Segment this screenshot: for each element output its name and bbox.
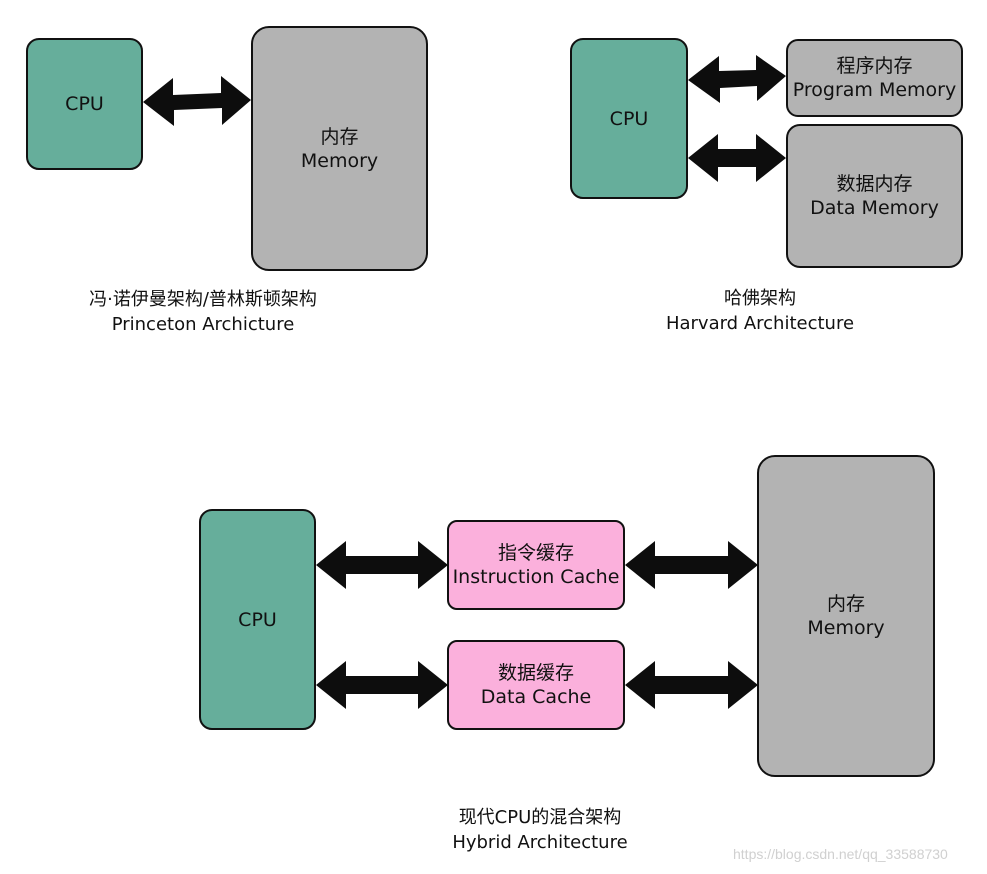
hybrid-instruction-cache-label-cn: 指令缓存 [497,542,574,564]
princeton-cpu-memory-arrow [143,76,251,126]
harvard-caption: 哈佛架构 Harvard Architecture [640,286,880,336]
watermark: https://blog.csdn.net/qq_33588730 [733,846,948,862]
harvard-cpu-label: CPU [609,107,649,130]
harvard-data-memory-label-en: Data Memory [810,197,939,219]
harvard-program-memory-label-cn: 程序内存 [836,55,913,77]
hybrid-memory-box: 内存 Memory [757,455,935,777]
hybrid-instruction-cache-box: 指令缓存 Instruction Cache [447,520,625,610]
hybrid-data-cache-memory-arrow [625,661,758,709]
princeton-caption-en: Princeton Archicture [111,314,295,335]
princeton-memory-label-cn: 内存 [320,125,359,148]
harvard-caption-cn: 哈佛架构 [724,288,796,309]
harvard-data-memory-label-cn: 数据内存 [836,173,913,195]
princeton-memory-box: 内存 Memory [251,26,428,271]
hybrid-caption: 现代CPU的混合架构 Hybrid Architecture [400,805,680,855]
harvard-program-memory-arrow [688,55,786,103]
hybrid-instruction-cache-memory-arrow [625,541,758,589]
princeton-cpu-box: CPU [26,38,143,170]
hybrid-cpu-label: CPU [238,608,277,631]
hybrid-memory-label-en: Memory [807,617,885,639]
princeton-cpu-label: CPU [65,93,104,115]
hybrid-data-cache-label-cn: 数据缓存 [497,662,574,684]
harvard-caption-en: Harvard Architecture [665,313,855,334]
princeton-memory-label-en: Memory [300,149,379,172]
princeton-caption: 冯·诺伊曼架构/普林斯顿架构 Princeton Archicture [53,287,353,337]
harvard-program-memory-box: 程序内存 Program Memory [786,39,963,117]
hybrid-cpu-box: CPU [199,509,316,730]
hybrid-cpu-data-cache-arrow [316,661,448,709]
harvard-data-memory-box: 数据内存 Data Memory [786,124,963,268]
hybrid-memory-label-cn: 内存 [826,593,865,615]
harvard-data-memory-arrow [688,134,786,182]
hybrid-cpu-instruction-cache-arrow [316,541,448,589]
harvard-program-memory-label-en: Program Memory [792,79,957,101]
hybrid-instruction-cache-label-en: Instruction Cache [452,566,620,588]
hybrid-caption-en: Hybrid Architecture [452,832,628,853]
hybrid-data-cache-label-en: Data Cache [480,686,592,708]
princeton-caption-cn: 冯·诺伊曼架构/普林斯顿架构 [89,289,317,310]
hybrid-data-cache-box: 数据缓存 Data Cache [447,640,625,730]
harvard-cpu-box: CPU [570,38,688,199]
hybrid-caption-cn: 现代CPU的混合架构 [458,807,622,828]
